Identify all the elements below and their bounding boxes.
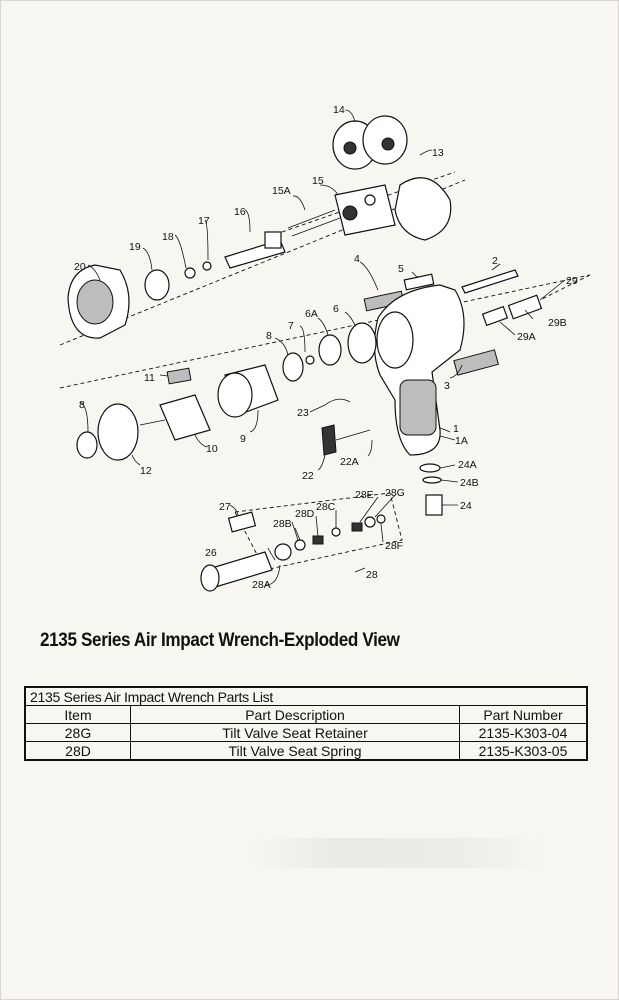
part-26-end-shape [200,564,220,592]
table-row: 28D Tilt Valve Seat Spring 2135-K303-05 [24,741,588,761]
part-9-shape [217,364,279,418]
callout-27: 27 [219,501,231,513]
callout-28E: 28E [355,489,374,501]
part-22A-shape [335,429,371,441]
callout-29A: 29A [517,331,536,343]
callout-28B: 28B [273,518,292,530]
table-row: 28G Tilt Valve Seat Retainer 2135-K303-0… [24,723,588,742]
part-5-shape [403,273,435,291]
part-17-shape [202,261,212,271]
part-24-shape [425,494,443,516]
part-24B-shape [422,476,442,484]
callout-1A: 1A [455,435,468,447]
part-12-shape [97,403,139,461]
callout-15: 15 [312,175,324,187]
callout-17: 17 [198,215,210,227]
callout-14: 14 [333,104,345,116]
callout-3: 3 [444,380,450,392]
callout-23: 23 [297,407,309,419]
part-23-shape [324,398,351,406]
part-19-shape [144,269,170,301]
callout-7: 7 [288,320,294,332]
part-13-shape [394,177,452,241]
callout-28: 28 [366,569,378,581]
part-2-shape [461,269,519,294]
cell-part-number: 2135-K303-04 [459,723,588,742]
callout-28F: 28F [385,540,403,552]
part-28E-shape [351,522,363,532]
callout-9: 9 [240,433,246,445]
part-18-shape [184,267,196,279]
callout-8-upper: 8 [266,330,272,342]
callout-28A: 28A [252,579,271,591]
callout-6: 6 [333,303,339,315]
part-6-shape [347,322,377,364]
part-15A-shape [287,209,341,237]
part-6A-shape [318,334,342,366]
callout-22A: 22A [340,456,359,468]
callout-5: 5 [398,263,404,275]
callout-28G: 28G [385,487,405,499]
callout-6A: 6A [305,308,318,320]
callout-19: 19 [129,241,141,253]
callout-28C: 28C [316,501,336,513]
callout-20: 20 [74,261,86,273]
part-1-housing-shape [373,284,465,456]
callout-22: 22 [302,470,314,482]
parts-list-table: 2135 Series Air Impact Wrench Parts List… [24,686,588,761]
part-28A-shape [274,543,292,561]
callout-4: 4 [354,253,360,265]
part-28F-shape [376,514,386,524]
part-28B-shape [294,539,306,551]
callout-24B: 24B [460,477,479,489]
page-title: 2135 Series Air Impact Wrench-Exploded V… [40,630,400,651]
callout-24: 24 [460,500,472,512]
callout-12: 12 [140,465,152,477]
callout-28D: 28D [295,508,315,520]
part-28C-shape [331,527,341,537]
column-header-part-number: Part Number [459,705,588,724]
callout-13: 13 [432,147,444,159]
cell-description: Tilt Valve Seat Retainer [130,723,460,742]
callout-26: 26 [205,547,217,559]
part-24A-shape [419,463,441,473]
cell-item: 28D [24,741,131,761]
callout-29: 29 [566,275,578,287]
cell-item: 28G [24,723,131,742]
callout-2: 2 [492,255,498,267]
table-heading-row: 2135 Series Air Impact Wrench Parts List [24,686,588,706]
callout-15A: 15A [272,185,291,197]
part-8-upper-shape [282,352,304,382]
part-20-shape [67,264,130,339]
part-28D-shape [312,535,324,545]
part-14-shape [332,115,408,170]
callout-18: 18 [162,231,174,243]
callout-1: 1 [453,423,459,435]
exploded-view-diagram: 14 13 15A 15 16 17 18 19 20 2 29 4 5 29B… [59,104,591,592]
part-15-shape [334,184,396,236]
callout-11: 11 [144,372,155,384]
part-7-shape [305,355,315,365]
part-28G-shape [364,516,376,528]
part-8-lower-shape [76,431,98,459]
cell-description: Tilt Valve Seat Spring [130,741,460,761]
callout-16: 16 [234,206,246,218]
part-11-shape [166,367,192,385]
column-header-item: Item [24,705,131,724]
column-header-description: Part Description [130,705,460,724]
callout-8-lower: 8 [79,399,85,411]
table-header-row: Item Part Description Part Number [24,705,588,724]
cell-part-number: 2135-K303-05 [459,741,588,761]
part-16-shape [224,231,286,269]
callout-10: 10 [206,443,218,455]
part-10-shape [139,394,211,441]
part-3-shape [453,349,499,376]
part-27-shape [227,511,257,533]
part-22-shape [321,424,337,456]
table-heading: 2135 Series Air Impact Wrench Parts List [24,686,588,706]
callout-29B: 29B [548,317,567,329]
callout-24A: 24A [458,459,477,471]
faded-bleed-through [250,838,550,868]
part-29-shape [481,294,543,327]
